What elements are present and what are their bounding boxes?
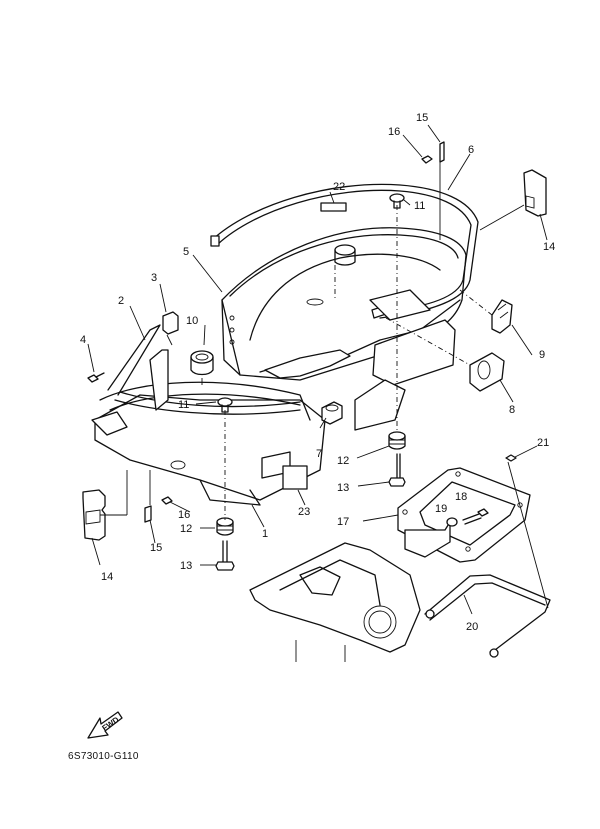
latch-part-14-left xyxy=(82,489,106,541)
screw-part-16-top xyxy=(421,155,433,164)
bolt-part-13-left xyxy=(215,540,235,571)
callout-14-right: 14 xyxy=(543,241,555,253)
mounting-plate-part-17 xyxy=(397,467,531,563)
nut-part-19 xyxy=(446,517,458,527)
grommet-part-8 xyxy=(469,352,505,392)
callout-6: 6 xyxy=(468,144,474,156)
stay-bracket-part-20 xyxy=(424,574,551,658)
label-part-22 xyxy=(320,202,347,212)
assembly-axes xyxy=(100,160,549,609)
drawing-code: 6S73010-G110 xyxy=(68,751,139,762)
callout-19: 19 xyxy=(435,503,447,515)
bolt-part-18 xyxy=(462,508,489,525)
bolt-part-4 xyxy=(87,372,105,383)
callout-13-right: 13 xyxy=(337,482,349,494)
callout-22: 22 xyxy=(333,181,345,193)
callout-13-left: 13 xyxy=(180,560,192,572)
callout-15-top: 15 xyxy=(416,112,428,124)
latch-part-14-right xyxy=(523,169,547,217)
callout-12-right: 12 xyxy=(337,455,349,467)
callout-10: 10 xyxy=(186,315,198,327)
callout-4: 4 xyxy=(80,334,86,346)
screw-part-21 xyxy=(505,454,517,462)
clip-part-3 xyxy=(162,311,179,346)
callout-11-top: 11 xyxy=(414,200,425,212)
grommet-part-7 xyxy=(321,401,343,425)
callout-9: 9 xyxy=(539,349,545,361)
callout-1: 1 xyxy=(262,528,268,540)
bottom-cowling-part-5 xyxy=(221,227,467,431)
grommet-part-10 xyxy=(190,350,214,385)
callout-5: 5 xyxy=(183,246,189,258)
callout-17: 17 xyxy=(337,516,349,528)
callout-21: 21 xyxy=(537,437,549,449)
front-seal-part-2 xyxy=(107,324,301,415)
callout-23: 23 xyxy=(298,506,310,518)
callout-15-bottom: 15 xyxy=(150,542,162,554)
callout-7: 7 xyxy=(316,448,322,460)
callout-12-left: 12 xyxy=(180,523,192,535)
callout-16-bottom: 16 xyxy=(178,509,190,521)
grommet-part-9 xyxy=(491,299,513,334)
callouts: 1 2 3 4 5 6 7 8 9 10 11 11 12 12 13 13 1… xyxy=(80,112,555,633)
bolt-part-13-right xyxy=(388,453,406,487)
bracket-part-15-bottom xyxy=(144,505,152,523)
label-part-23 xyxy=(282,465,308,490)
screw-part-16-bottom xyxy=(161,496,173,505)
callout-8: 8 xyxy=(509,404,515,416)
callout-16-top: 16 xyxy=(388,126,400,138)
fwd-arrow-icon: FWD xyxy=(87,711,123,739)
damper-part-12-right xyxy=(388,431,406,450)
callout-20: 20 xyxy=(466,621,478,633)
callout-2: 2 xyxy=(118,295,124,307)
callout-14-left: 14 xyxy=(101,571,113,583)
lower-casing xyxy=(249,542,421,662)
bracket-plate xyxy=(149,349,169,411)
damper-part-12-left xyxy=(216,517,234,536)
callout-11-left: 11 xyxy=(178,399,189,411)
callout-18: 18 xyxy=(455,491,467,503)
callout-3: 3 xyxy=(151,272,157,284)
bracket-part-15-top xyxy=(439,141,445,163)
leader-lines xyxy=(87,124,548,615)
